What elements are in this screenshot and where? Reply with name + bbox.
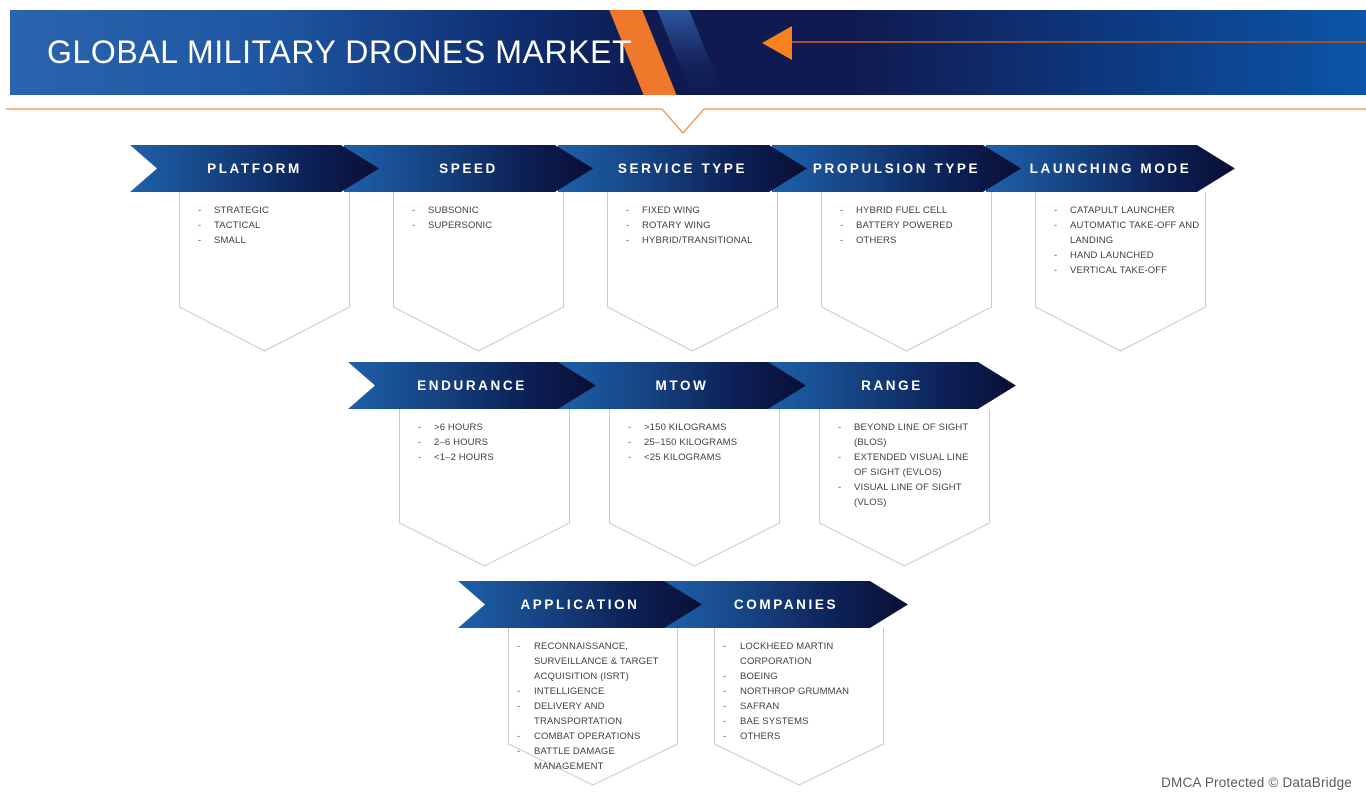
segment-item: FIXED WING <box>607 203 778 218</box>
segment-item: EXTENDED VISUAL LINE OF SIGHT (EVLOS) <box>819 450 990 480</box>
segment-box: HYBRID FUEL CELLBATTERY POWEREDOTHERS <box>821 192 992 353</box>
segment-banner-label: SERVICE TYPE <box>617 161 748 176</box>
segment-item: SAFRAN <box>714 699 884 714</box>
segment-item: SUBSONIC <box>393 203 564 218</box>
segment-item: HYBRID/TRANSITIONAL <box>607 233 778 248</box>
segment-banner-label: LAUNCHING MODE <box>1029 161 1192 176</box>
segment-item: BAE SYSTEMS <box>714 714 884 729</box>
segment-item-list: RECONNAISSANCE, SURVEILLANCE & TARGET AC… <box>508 628 678 774</box>
header-banner: GLOBAL MILITARY DRONES MARKET <box>10 10 1366 95</box>
segment-item: BATTLE DAMAGE MANAGEMENT <box>508 744 678 774</box>
segment-box-outline <box>609 409 780 567</box>
segment-item: >6 HOURS <box>399 420 570 435</box>
segment-item: NORTHROP GRUMMAN <box>714 684 884 699</box>
segment-item: VERTICAL TAKE-OFF <box>1035 263 1206 278</box>
segment-banner: PLATFORM <box>130 145 379 192</box>
segment-item: VISUAL LINE OF SIGHT (VLOS) <box>819 480 990 510</box>
segment-item-list: BEYOND LINE OF SIGHT (BLOS)EXTENDED VISU… <box>819 409 990 510</box>
segment-banner: APPLICATION <box>458 581 702 628</box>
segment-item: TACTICAL <box>179 218 350 233</box>
segment-item: HYBRID FUEL CELL <box>821 203 992 218</box>
segment-box-outline <box>179 192 350 352</box>
segment-item: OTHERS <box>821 233 992 248</box>
segment-item-list: LOCKHEED MARTIN CORPORATIONBOEINGNORTHRO… <box>714 628 884 744</box>
segment-banner-label: SPEED <box>439 161 498 176</box>
segment-item: <25 KILOGRAMS <box>609 450 780 465</box>
arrow-line <box>790 41 1366 43</box>
segment-box: BEYOND LINE OF SIGHT (BLOS)EXTENDED VISU… <box>819 409 990 568</box>
segment-item: STRATEGIC <box>179 203 350 218</box>
segment-item: COMBAT OPERATIONS <box>508 729 678 744</box>
segment-box: FIXED WINGROTARY WINGHYBRID/TRANSITIONAL <box>607 192 778 353</box>
segment-item: LOCKHEED MARTIN CORPORATION <box>714 639 884 669</box>
segment-box: CATAPULT LAUNCHERAUTOMATIC TAKE-OFF AND … <box>1035 192 1206 353</box>
segment-item: ROTARY WING <box>607 218 778 233</box>
footer-credit: DMCA Protected © DataBridge <box>1161 775 1352 790</box>
segment-item: DELIVERY AND TRANSPORTATION <box>508 699 678 729</box>
segment-item: SMALL <box>179 233 350 248</box>
segment-banner-label: COMPANIES <box>733 597 839 612</box>
segment-item: HAND LAUNCHED <box>1035 248 1206 263</box>
segment-item: BATTERY POWERED <box>821 218 992 233</box>
segment-item: BOEING <box>714 669 884 684</box>
segment-banner: COMPANIES <box>664 581 908 628</box>
segment-box: >6 HOURS2–6 HOURS<1–2 HOURS <box>399 409 570 568</box>
segment-box: RECONNAISSANCE, SURVEILLANCE & TARGET AC… <box>508 628 678 787</box>
segment-banner-label: PLATFORM <box>207 161 302 176</box>
segment-item: >150 KILOGRAMS <box>609 420 780 435</box>
segment-banner-label: APPLICATION <box>520 597 640 612</box>
segment-item: SUPERSONIC <box>393 218 564 233</box>
segment-item: CATAPULT LAUNCHER <box>1035 203 1206 218</box>
segment-box-outline <box>399 409 570 567</box>
segment-banner: RANGE <box>768 362 1016 409</box>
page-title: GLOBAL MILITARY DRONES MARKET <box>47 34 633 70</box>
segment-box: >150 KILOGRAMS25–150 KILOGRAMS<25 KILOGR… <box>609 409 780 568</box>
segment-box-outline <box>607 192 778 352</box>
segment-banner: LAUNCHING MODE <box>986 145 1235 192</box>
segment-item: INTELLIGENCE <box>508 684 678 699</box>
segment-item: 25–150 KILOGRAMS <box>609 435 780 450</box>
segment-banner: PROPULSION TYPE <box>772 145 1021 192</box>
segment-item-list: HYBRID FUEL CELLBATTERY POWEREDOTHERS <box>821 192 992 248</box>
segment-banner-label: RANGE <box>861 378 923 393</box>
segment-banner: ENDURANCE <box>348 362 596 409</box>
divider-rule-with-chevron-notch <box>6 108 1366 134</box>
segment-box-outline <box>393 192 564 352</box>
segment-banner: MTOW <box>558 362 806 409</box>
left-arrow-icon <box>762 26 792 60</box>
segment-item: BEYOND LINE OF SIGHT (BLOS) <box>819 420 990 450</box>
segment-banner: SPEED <box>344 145 593 192</box>
segment-box: LOCKHEED MARTIN CORPORATIONBOEINGNORTHRO… <box>714 628 884 787</box>
segment-box-outline <box>821 192 992 352</box>
segment-item-list: SUBSONICSUPERSONIC <box>393 192 564 233</box>
segment-banner: SERVICE TYPE <box>558 145 807 192</box>
segment-item-list: FIXED WINGROTARY WINGHYBRID/TRANSITIONAL <box>607 192 778 248</box>
segment-banner-label: MTOW <box>655 378 709 393</box>
segment-item: <1–2 HOURS <box>399 450 570 465</box>
segment-item: AUTOMATIC TAKE-OFF AND LANDING <box>1035 218 1206 248</box>
segment-banner-label: ENDURANCE <box>417 378 527 393</box>
segment-item-list: >150 KILOGRAMS25–150 KILOGRAMS<25 KILOGR… <box>609 409 780 465</box>
segment-item: 2–6 HOURS <box>399 435 570 450</box>
segment-item: OTHERS <box>714 729 884 744</box>
segment-item-list: >6 HOURS2–6 HOURS<1–2 HOURS <box>399 409 570 465</box>
segment-box: SUBSONICSUPERSONIC <box>393 192 564 353</box>
segment-item-list: CATAPULT LAUNCHERAUTOMATIC TAKE-OFF AND … <box>1035 192 1206 278</box>
segment-box: STRATEGICTACTICALSMALL <box>179 192 350 353</box>
segment-item-list: STRATEGICTACTICALSMALL <box>179 192 350 248</box>
segment-item: RECONNAISSANCE, SURVEILLANCE & TARGET AC… <box>508 639 678 684</box>
segment-banner-label: PROPULSION TYPE <box>812 161 981 176</box>
